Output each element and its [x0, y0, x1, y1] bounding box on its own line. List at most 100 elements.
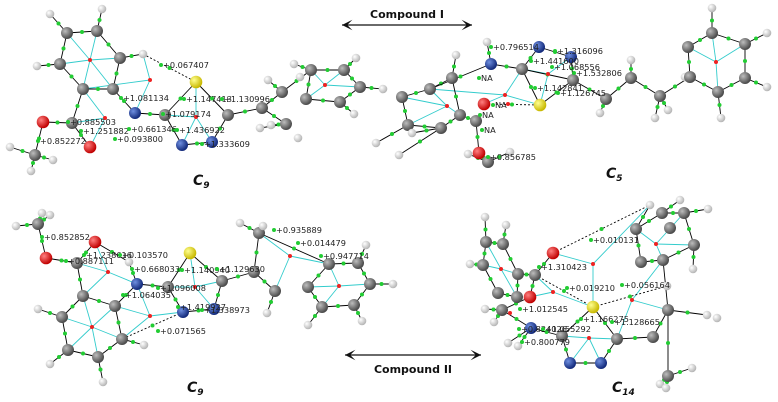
- hydrogen-atom: [371, 138, 381, 148]
- oxygen-atom: [546, 246, 560, 260]
- bond-critical-point: [544, 330, 549, 334]
- bond-critical-point: [422, 124, 427, 129]
- bond-critical-point: [369, 86, 374, 90]
- bcp-density-label: +0.071565: [160, 326, 206, 336]
- bond-critical-point: [647, 219, 651, 223]
- hydrogen-atom: [45, 359, 55, 369]
- ring-path: [592, 204, 651, 265]
- carbon-atom: [269, 285, 281, 297]
- carbon-atom: [512, 268, 524, 280]
- bond-critical-point: [325, 68, 330, 72]
- hydrogen-atom: [378, 84, 388, 94]
- bond-critical-point: [570, 66, 574, 71]
- bcp-density-label: +1.064035: [125, 290, 171, 300]
- carbon-atom: [739, 38, 751, 50]
- hydrogen-atom: [482, 37, 492, 47]
- bond-critical-point: [528, 56, 533, 60]
- hydrogen-atom: [45, 210, 55, 220]
- bcp-density-label: +0.796514: [493, 42, 539, 52]
- carbon-atom: [497, 238, 509, 250]
- bond-critical-point: [276, 122, 281, 127]
- carbon-atom: [66, 117, 78, 129]
- bond-critical-point: [216, 293, 220, 297]
- bond-critical-point: [601, 104, 605, 108]
- hydrogen-atom: [675, 195, 685, 205]
- bond-critical-point: [313, 314, 317, 318]
- hydrogen-atom: [263, 75, 273, 85]
- bcp-density-label: +1.079174: [165, 109, 211, 119]
- bond-critical-point: [517, 327, 521, 331]
- bond-critical-point: [458, 74, 463, 79]
- oxygen-atom: [83, 140, 97, 154]
- bond-critical-point: [204, 265, 208, 269]
- bond-critical-point: [492, 241, 497, 245]
- ring-critical-point: [90, 325, 94, 329]
- carbon-atom: [446, 72, 458, 84]
- carbon-atom: [435, 122, 447, 134]
- bond-critical-point: [562, 289, 566, 293]
- hydrogen-atom: [289, 59, 299, 69]
- cluster-name-bottom-left: C9: [187, 380, 204, 398]
- carbon-atom: [402, 119, 414, 131]
- bond-critical-point: [262, 279, 267, 284]
- carbon-atom: [630, 223, 642, 235]
- carbon-atom: [567, 74, 579, 86]
- bond-critical-point: [483, 227, 488, 232]
- bond-critical-point: [687, 227, 691, 231]
- bond-critical-point: [575, 319, 580, 324]
- bond-critical-point: [350, 76, 354, 81]
- compound-1-header: Compound I: [342, 8, 472, 31]
- bond-critical-point: [486, 155, 490, 159]
- bcp-density-label: +1.316096: [557, 46, 603, 56]
- bcp-density-label: NA: [481, 73, 493, 83]
- hydrogen-atom: [480, 212, 490, 222]
- bond-critical-point: [345, 106, 349, 110]
- carbon-atom: [477, 259, 489, 271]
- bcp-density-label: NA: [482, 110, 494, 120]
- bond-critical-point: [131, 271, 135, 275]
- bond-critical-point: [477, 76, 481, 80]
- bond-critical-point: [300, 65, 305, 69]
- bond-critical-point: [685, 310, 690, 315]
- carbon-atom: [77, 83, 89, 95]
- hydrogen-atom: [650, 113, 660, 123]
- bond-critical-point: [156, 286, 160, 290]
- ring-path: [134, 79, 151, 114]
- bond-critical-point: [403, 109, 407, 113]
- bond-critical-point: [510, 102, 514, 107]
- bond-critical-point: [533, 86, 537, 90]
- bond-critical-point: [171, 128, 176, 132]
- ring-path: [407, 105, 448, 126]
- bond-critical-point: [564, 347, 568, 352]
- bcp-density-label: +0.103570: [122, 250, 168, 260]
- bcp-density-label: +1.129630: [219, 264, 265, 274]
- hydrogen-atom: [503, 338, 513, 348]
- carbon-atom: [162, 281, 174, 293]
- bcp-density-label: +1.251882: [83, 126, 129, 136]
- bcp-density-label: +0.019210: [569, 283, 615, 293]
- bond-critical-point: [96, 87, 100, 91]
- hydrogen-atom: [663, 105, 673, 115]
- sulfur-atom: [189, 75, 203, 89]
- bcp-density-label: +0.800779: [524, 337, 570, 347]
- carbon-atom: [656, 207, 668, 219]
- ring-critical-point: [499, 267, 503, 271]
- bcp-density-label: +1.140940: [184, 265, 230, 275]
- bcp-density-label: +0.935889: [276, 225, 322, 235]
- bond-critical-point: [348, 62, 352, 66]
- carbon-atom: [248, 266, 260, 278]
- bond-critical-point: [517, 333, 522, 338]
- hydrogen-atom: [266, 120, 276, 130]
- bond-critical-point: [131, 340, 135, 344]
- ring-path: [82, 88, 106, 119]
- bond-critical-point: [542, 262, 546, 266]
- hydrogen-atom: [762, 28, 772, 38]
- nitrogen-atom: [208, 303, 220, 315]
- bond-critical-point: [40, 235, 44, 239]
- bond-critical-point: [79, 129, 83, 133]
- bond-critical-point: [82, 253, 86, 257]
- ring-critical-point: [591, 262, 595, 266]
- carbon-atom: [611, 333, 623, 345]
- carbon-atom: [496, 304, 508, 316]
- bcp-density-label: +0.856785: [490, 152, 536, 162]
